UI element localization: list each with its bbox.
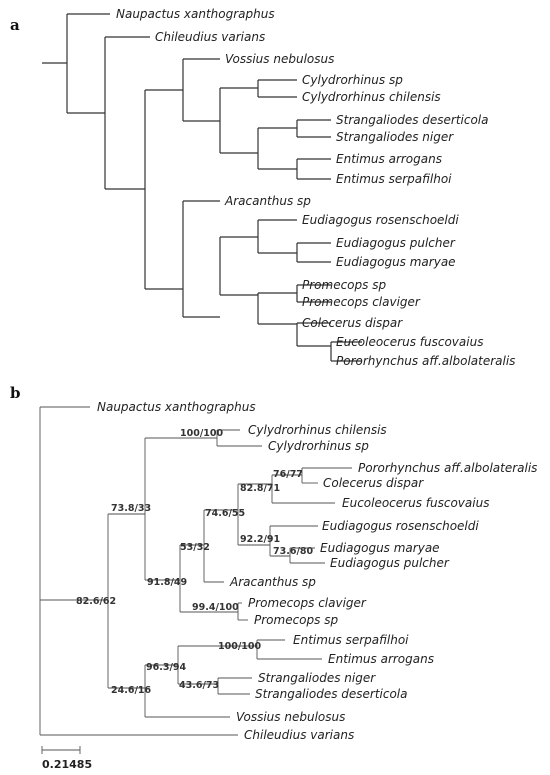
support-value: 82.8/71 [240,483,280,494]
tree-b-taxon: Promecops claviger [248,596,367,610]
support-value: 73.8/33 [111,503,151,514]
panel-label-b: b [10,384,21,402]
tree-b-branches [39,406,352,736]
tree-b-taxon: Strangaliodes deserticola [255,687,408,701]
tree-b-taxon: Aracanthus sp [229,575,316,589]
scale-bar: 0.21485 [41,746,92,771]
tree-a-taxon: Strangaliodes niger [336,130,454,144]
scale-bar-label: 0.21485 [42,758,92,771]
tree-b-taxon: Eudiagogus rosenschoeldi [322,519,479,533]
tree-a-taxon: Eudiagogus maryae [336,255,456,269]
tree-b-taxon: Vossius nebulosus [236,710,345,724]
tree-b-taxon: Strangaliodes niger [258,671,376,685]
support-value: 96.3/94 [146,662,187,673]
tree-a-branches [42,13,362,362]
tree-a-taxon: Strangaliodes deserticola [336,113,489,127]
tree-a-taxon: Pororhynchus aff.albolateralis [336,354,515,368]
tree-b-taxon: Eucoleocerus fuscovaius [342,496,489,510]
tree-b-taxon: Eudiagogus pulcher [330,556,450,570]
tree-a-taxon: Aracanthus sp [224,194,311,208]
tree-a-taxon: Entimus arrogans [336,152,442,166]
tree-a-taxon: Naupactus xanthographus [116,7,275,21]
tree-a-taxon: Promecops claviger [302,295,421,309]
tree-a-taxon: Entimus serpafilhoi [336,172,452,186]
tree-b-taxon: Pororhynchus aff.albolateralis [358,461,537,475]
tree-a-taxon: Chileudius varians [155,30,265,44]
tree-a-taxa: Naupactus xanthographus Chileudius varia… [116,7,515,368]
tree-a-taxon: Eudiagogus pulcher [336,236,456,250]
support-value: 24.6/16 [111,685,152,696]
support-value: 74.6/55 [205,508,245,519]
tree-b-taxon: Colecerus dispar [323,476,424,490]
tree-a-taxon: Cylydrorhinus chilensis [302,90,441,104]
tree-a-taxon: Eucoleocerus fuscovaius [336,335,483,349]
tree-a-taxon: Cylydrorhinus sp [302,73,403,87]
tree-b-taxon: Entimus serpafilhoi [293,633,409,647]
support-value: 100/100 [180,428,224,439]
tree-a-taxon: Vossius nebulosus [225,52,334,66]
support-value: 99.4/100 [192,602,239,613]
tree-b-taxon: Naupactus xanthographus [97,400,256,414]
tree-b-taxon: Cylydrorhinus sp [268,439,369,453]
tree-b-taxon: Entimus arrogans [328,652,434,666]
support-value: 82.6/62 [76,596,116,607]
panel-label-a: a [10,16,20,34]
tree-b-taxon: Promecops sp [254,613,338,627]
tree-b-taxon: Eudiagogus maryae [320,541,440,555]
support-value: 53/32 [180,542,210,553]
tree-a-taxon: Eudiagogus rosenschoeldi [302,213,459,227]
support-value: 76/77 [273,469,303,480]
tree-b-taxa: Naupactus xanthographus Cylydrorhinus ch… [97,400,537,742]
tree-a-taxon: Colecerus dispar [302,316,403,330]
support-value: 100/100 [218,641,262,652]
tree-a-taxon: Promecops sp [302,278,386,292]
tree-b-taxon: Cylydrorhinus chilensis [248,423,387,437]
tree-b-support-values: 100/100 76/77 82.8/71 74.6/55 92.2/91 73… [76,428,314,696]
support-value: 92.2/91 [240,534,280,545]
support-value: 91.8/49 [147,577,187,588]
tree-b-dotted-connectors [110,474,302,689]
tree-b-taxon: Chileudius varians [244,728,354,742]
support-value: 73.6/80 [273,546,314,557]
support-value: 43.6/73 [179,680,219,691]
